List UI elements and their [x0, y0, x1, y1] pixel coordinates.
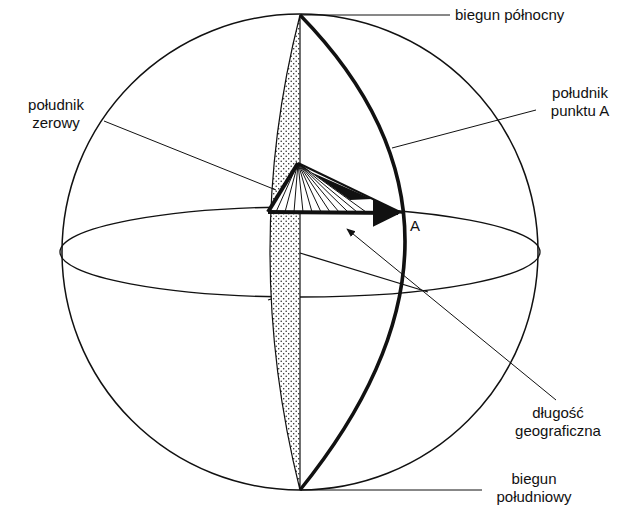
meridian-a: [300, 15, 405, 490]
leader-arrow: [347, 229, 556, 400]
plane-edge: [300, 253, 428, 292]
prime-meridian-plane: [270, 15, 300, 490]
globe-outline: [62, 14, 538, 490]
longitude-arrow: [268, 212, 398, 213]
radius-a: [298, 163, 402, 213]
callout-label: południk zerowy: [6, 96, 106, 132]
radius-prime: [268, 163, 298, 212]
callout-label: długość geograficzna: [506, 404, 610, 440]
callout-label: biegun południowy: [488, 470, 580, 506]
angle-wedge: [268, 163, 402, 213]
callout-label: biegun północny: [455, 6, 564, 24]
callout-label: południk punktu A: [540, 84, 620, 120]
leader-lines: [104, 15, 536, 490]
point-label: A: [410, 217, 420, 235]
angle-hatching: [276, 163, 366, 212]
